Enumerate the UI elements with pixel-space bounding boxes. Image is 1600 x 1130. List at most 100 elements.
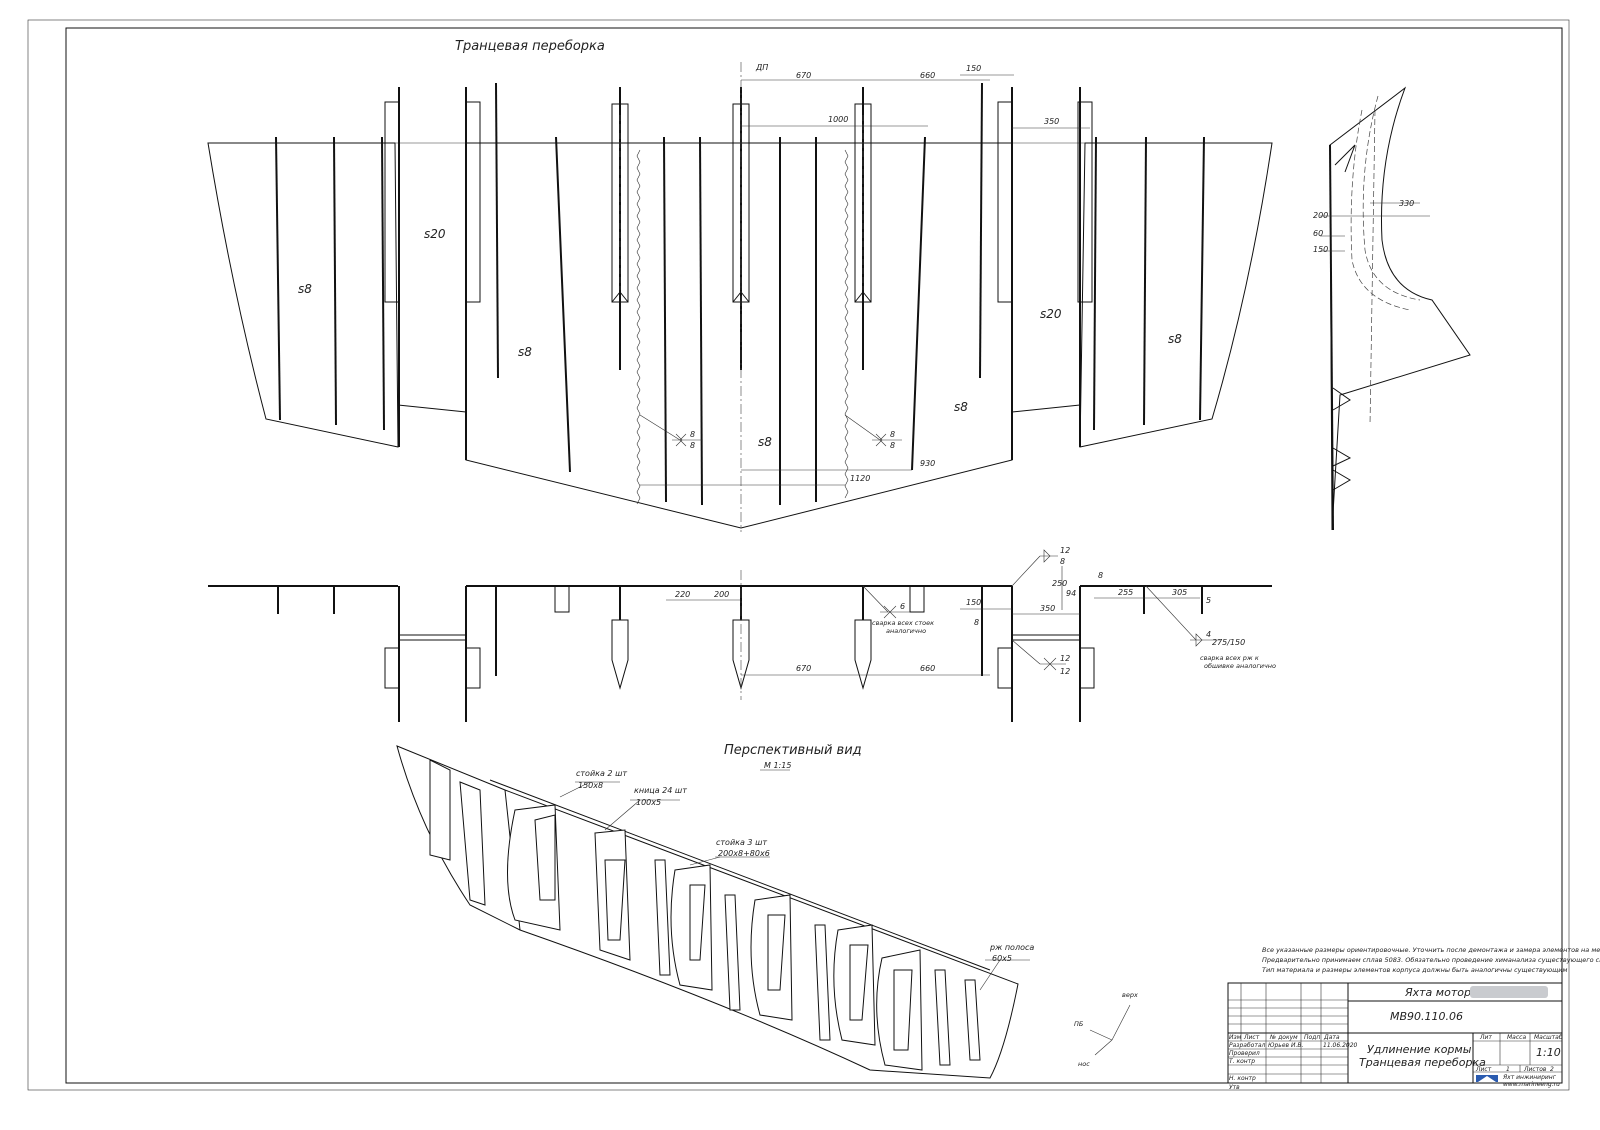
svg-text:аналогично: аналогично bbox=[886, 627, 926, 635]
svg-text:s8: s8 bbox=[1168, 332, 1182, 346]
svg-text:660: 660 bbox=[920, 71, 935, 80]
svg-text:200х8+80х6: 200х8+80х6 bbox=[718, 849, 770, 858]
svg-text:s20: s20 bbox=[424, 227, 446, 241]
svg-text:Юрьев И.В.: Юрьев И.В. bbox=[1268, 1042, 1303, 1049]
svg-text:8: 8 bbox=[890, 430, 895, 439]
right-side-plate bbox=[1079, 142, 1273, 448]
svg-text:200: 200 bbox=[714, 590, 729, 599]
svg-text:4: 4 bbox=[1206, 630, 1211, 639]
svg-text:сварка всех рж к: сварка всех рж к bbox=[1200, 654, 1259, 662]
left-side-plate bbox=[207, 142, 399, 448]
svg-text:М 1:15: М 1:15 bbox=[764, 761, 791, 770]
svg-text:660: 660 bbox=[920, 664, 935, 673]
svg-text:12: 12 bbox=[1060, 654, 1070, 663]
svg-text:Масса: Масса bbox=[1507, 1034, 1526, 1041]
svg-text:12: 12 bbox=[1060, 546, 1070, 555]
svg-text:ПБ: ПБ bbox=[1074, 1020, 1084, 1028]
section-view: 220 200 150 8 350 250 94 8 255 305 5 670… bbox=[208, 546, 1276, 722]
inner-frame bbox=[65, 27, 1563, 1084]
svg-text:s20: s20 bbox=[1040, 307, 1062, 321]
svg-text:Н. контр: Н. контр bbox=[1229, 1075, 1256, 1082]
svg-text:s8: s8 bbox=[954, 400, 968, 414]
title-block: Изм Лист № докум Подп Дата Разработал Юр… bbox=[1227, 982, 1563, 1091]
svg-text:8: 8 bbox=[890, 441, 895, 450]
svg-text:Т. контр: Т. контр bbox=[1229, 1058, 1255, 1065]
svg-text:200: 200 bbox=[1313, 211, 1328, 220]
svg-text:Дата: Дата bbox=[1323, 1034, 1340, 1041]
svg-text:1:10: 1:10 bbox=[1536, 1046, 1561, 1059]
svg-text:350: 350 bbox=[1044, 117, 1059, 126]
svg-text:670: 670 bbox=[796, 71, 811, 80]
svg-text:Удлинение кормы: Удлинение кормы bbox=[1367, 1043, 1472, 1056]
svg-text:Все указанные размеры ориентир: Все указанные размеры ориентировочные. У… bbox=[1262, 946, 1600, 954]
svg-text:Утв: Утв bbox=[1229, 1084, 1240, 1091]
svg-text:150: 150 bbox=[1313, 245, 1328, 254]
svg-text:Предварительно принимаем сплав: Предварительно принимаем сплав 5083. Обя… bbox=[1262, 956, 1600, 964]
svg-text:1000: 1000 bbox=[828, 115, 848, 124]
svg-text:60: 60 bbox=[1313, 229, 1323, 238]
svg-text:8: 8 bbox=[1098, 571, 1103, 580]
main-view: Транцевая переборка bbox=[207, 39, 1273, 532]
svg-text:Разработал: Разработал bbox=[1229, 1042, 1266, 1049]
svg-text:нос: нос bbox=[1078, 1060, 1090, 1068]
svg-text:5: 5 bbox=[1206, 596, 1211, 605]
outer-frame bbox=[27, 19, 1570, 1091]
svg-text:8: 8 bbox=[974, 618, 979, 627]
svg-text:Листов: Листов bbox=[1523, 1066, 1547, 1073]
svg-text:Яхта моторная: Яхта моторная bbox=[1404, 986, 1492, 999]
svg-text:кница 24 шт: кница 24 шт bbox=[634, 786, 687, 795]
svg-text:150: 150 bbox=[966, 598, 981, 607]
svg-text:350: 350 bbox=[1040, 604, 1055, 613]
svg-text:100х5: 100х5 bbox=[636, 798, 661, 807]
svg-text:275/150: 275/150 bbox=[1212, 638, 1245, 647]
svg-text:220: 220 bbox=[675, 590, 690, 599]
svg-text:www.marineeng.ru: www.marineeng.ru bbox=[1503, 1081, 1560, 1088]
center-posts bbox=[611, 87, 872, 370]
svg-text:1120: 1120 bbox=[850, 474, 870, 483]
side-view: 330 200 60 150 bbox=[1313, 86, 1471, 531]
svg-text:Яхт инжиниринг: Яхт инжиниринг bbox=[1502, 1074, 1557, 1081]
svg-text:150х8: 150х8 bbox=[578, 781, 603, 790]
svg-text:2: 2 bbox=[1550, 1066, 1554, 1073]
svg-text:670: 670 bbox=[796, 664, 811, 673]
svg-text:94: 94 bbox=[1066, 589, 1076, 598]
svg-text:930: 930 bbox=[920, 459, 935, 468]
redacted-yacht-name bbox=[1470, 986, 1548, 998]
svg-text:305: 305 bbox=[1172, 588, 1187, 597]
svg-text:s8: s8 bbox=[298, 282, 312, 296]
company-logo bbox=[1476, 1075, 1498, 1082]
svg-text:12: 12 bbox=[1060, 667, 1070, 676]
svg-text:рж полоса: рж полоса bbox=[989, 943, 1034, 952]
svg-text:Подп: Подп bbox=[1304, 1034, 1320, 1041]
svg-text:МВ90.110.06: МВ90.110.06 bbox=[1390, 1010, 1463, 1023]
main-view-title: Транцевая переборка bbox=[455, 39, 605, 54]
general-notes: Все указанные размеры ориентировочные. У… bbox=[1262, 946, 1600, 974]
svg-text:Проверил: Проверил bbox=[1229, 1050, 1260, 1057]
svg-text:8: 8 bbox=[1060, 557, 1065, 566]
svg-text:Транцевая переборка: Транцевая переборка bbox=[1359, 1056, 1486, 1069]
svg-text:s8: s8 bbox=[518, 345, 532, 359]
svg-text:255: 255 bbox=[1118, 588, 1133, 597]
svg-text:Тип материала и размеры элемен: Тип материала и размеры элементов корпус… bbox=[1262, 966, 1568, 974]
svg-text:250: 250 bbox=[1052, 579, 1067, 588]
svg-text:обшивке аналогично: обшивке аналогично bbox=[1204, 662, 1276, 670]
svg-text:1: 1 bbox=[1506, 1066, 1510, 1073]
svg-text:330: 330 bbox=[1399, 199, 1414, 208]
svg-text:ДП: ДП bbox=[755, 63, 768, 72]
svg-text:150: 150 bbox=[966, 64, 981, 73]
svg-text:s8: s8 bbox=[758, 435, 772, 449]
center-plate bbox=[465, 142, 1013, 529]
svg-text:стойка 2 шт: стойка 2 шт bbox=[576, 769, 627, 778]
svg-text:Перспективный вид: Перспективный вид bbox=[724, 743, 862, 758]
perspective-view: Перспективный вид М 1:15 стойка 2 шт 150… bbox=[396, 743, 1138, 1079]
svg-text:Лист: Лист bbox=[1475, 1066, 1492, 1073]
svg-text:60х5: 60х5 bbox=[992, 954, 1012, 963]
svg-text:6: 6 bbox=[900, 602, 905, 611]
svg-text:стойка 3 шт: стойка 3 шт bbox=[716, 838, 767, 847]
svg-text:Лист: Лист bbox=[1243, 1034, 1260, 1041]
svg-text:Изм: Изм bbox=[1229, 1034, 1242, 1041]
svg-text:верх: верх bbox=[1122, 991, 1138, 999]
svg-text:8: 8 bbox=[690, 441, 695, 450]
svg-text:Масштаб: Масштаб bbox=[1534, 1034, 1563, 1041]
